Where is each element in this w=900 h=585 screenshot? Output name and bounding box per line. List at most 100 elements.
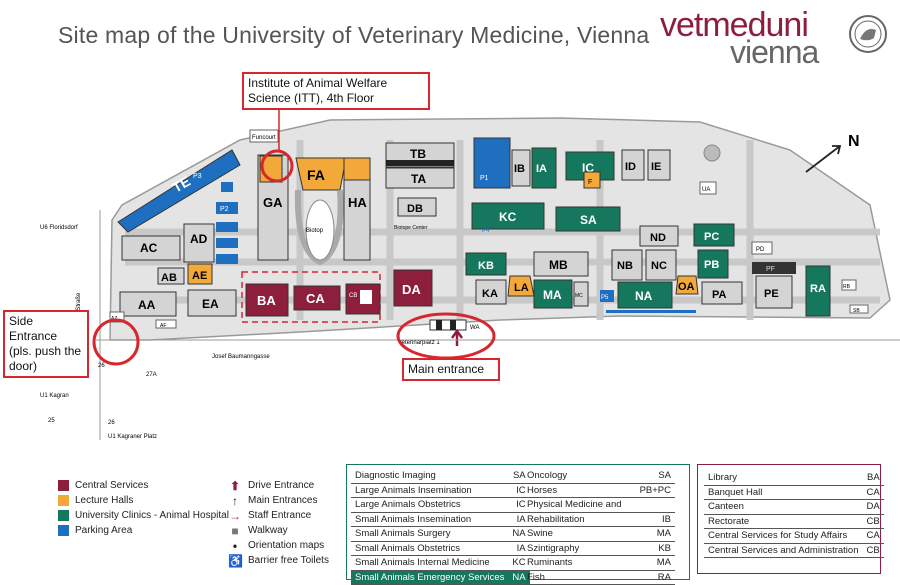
- row-name: Swine: [523, 526, 633, 542]
- building-AA: [119, 291, 177, 317]
- building-AD: [183, 223, 215, 263]
- legend-drive-label: Drive Entrance: [248, 480, 315, 491]
- label-NB: NB: [617, 260, 633, 272]
- gate: [429, 319, 467, 331]
- logo-line2: vienna: [730, 34, 819, 70]
- gate-bar-2: [450, 320, 456, 330]
- building-PB: [697, 249, 729, 279]
- label-RA: RA: [810, 283, 826, 295]
- building-SA: [555, 206, 621, 232]
- building-MA: [533, 279, 573, 309]
- row-name: Canteen: [704, 499, 863, 515]
- legend-symbols: ⬆Drive Entrance ↑Main Entrances →Staff E…: [228, 478, 329, 568]
- building-IB: [511, 149, 531, 187]
- building-NA: [617, 281, 673, 309]
- page-title: Site map of the University of Veterinary…: [58, 22, 650, 48]
- label-CA: CA: [306, 291, 325, 306]
- label-PF: PF: [766, 266, 775, 273]
- building-HA: [343, 179, 371, 261]
- building-AC: [121, 235, 181, 261]
- label-BA: BA: [257, 293, 276, 308]
- legend-categories: Central Services Lecture Halls Universit…: [58, 478, 229, 538]
- row-name: Diagnostic Imaging: [351, 469, 509, 484]
- label-baumann: Josef Baumanngasse: [212, 354, 270, 360]
- label-RB: RB: [843, 284, 851, 290]
- building-ID: [621, 149, 645, 181]
- row-name: Small Animals Insemination: [351, 512, 509, 527]
- row-name: Oncology: [523, 469, 633, 484]
- building-CA: [293, 285, 341, 311]
- label-EA: EA: [202, 297, 219, 311]
- label-u1-kagraner-platz: U1 Kagraner Platz: [108, 434, 157, 440]
- parking-P3: [221, 182, 233, 192]
- drive-entrance-icon: [450, 328, 464, 346]
- building-PE: [755, 275, 793, 309]
- row-code: IB: [632, 512, 675, 527]
- label-funcourt: Funcourt: [252, 135, 276, 141]
- row-name: Fish: [523, 570, 633, 585]
- label-biotope-center: Biotope Center: [394, 225, 428, 231]
- staff-walk: [241, 271, 381, 323]
- building-TA: [385, 167, 455, 189]
- legend-parking-label: Parking Area: [75, 525, 133, 536]
- building-KB: [465, 252, 507, 276]
- row-code: MA: [632, 526, 675, 542]
- round-structure: [703, 144, 721, 162]
- label-SA: SA: [580, 213, 597, 227]
- row-name: Small Animals Obstetrics: [351, 541, 509, 556]
- label-AF: AF: [160, 323, 166, 329]
- label-PD: PD: [756, 247, 765, 253]
- parking-c: [216, 254, 238, 264]
- label-ND: ND: [650, 232, 666, 244]
- funcourt: [249, 129, 279, 143]
- legend-toilets-label: Barrier free Toilets: [248, 555, 329, 566]
- building-IA: [531, 147, 557, 189]
- row-name: Large Animals Insemination: [351, 483, 509, 498]
- label-KB: KB: [478, 260, 494, 272]
- label-veterinarplatz: Veterinärplatz 1: [398, 340, 440, 346]
- label-PB: PB: [704, 259, 719, 271]
- building-SB: [849, 304, 869, 314]
- legend-walkway-label: Walkway: [248, 525, 288, 536]
- logo-line1: vetmeduni: [660, 6, 809, 44]
- row-name: Small Animals Internal Medicine: [351, 555, 509, 571]
- building-KA: [475, 279, 507, 305]
- label-north: N: [848, 133, 860, 150]
- label-26a: 26: [108, 420, 115, 426]
- label-MC: MC: [575, 293, 583, 299]
- label-KA: KA: [482, 288, 498, 300]
- building-PD: [751, 241, 773, 255]
- building-KC: [471, 202, 545, 230]
- building-MB: [533, 251, 589, 277]
- building-RA: [805, 265, 831, 317]
- label-AE: AE: [192, 270, 207, 282]
- legend-lecture-label: Lecture Halls: [75, 495, 134, 506]
- row-name: Central Services and Administration: [704, 543, 863, 558]
- lecture-HA: [343, 157, 371, 183]
- north-arrow-icon: [805, 145, 842, 173]
- building-NC: [645, 249, 677, 281]
- label-TE: TE: [170, 173, 193, 196]
- label-ID: ID: [625, 161, 636, 173]
- wheelchair-icon: ♿: [228, 553, 243, 568]
- building-PA: [701, 281, 743, 305]
- legend-staff-label: Staff Entrance: [248, 510, 312, 521]
- row-code: CB: [862, 514, 884, 529]
- building-AZ: [109, 311, 125, 323]
